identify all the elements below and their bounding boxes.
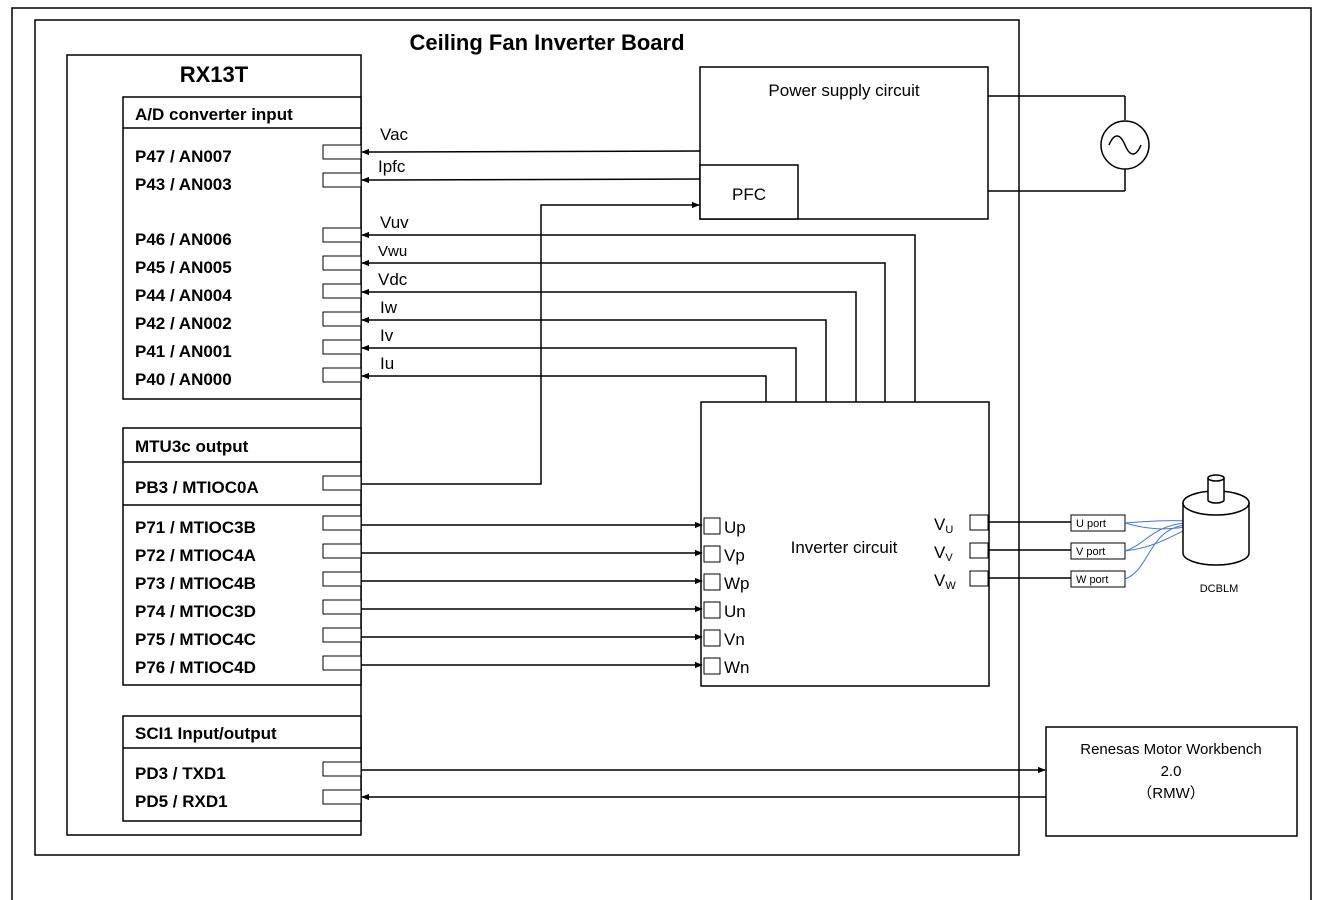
sig-vdc: Vdc [378,270,408,289]
ad-header: A/D converter input [135,105,293,124]
pfc-label: PFC [732,185,766,204]
sci-section [122,715,362,822]
inv-in-0: Up [724,518,746,537]
mtu-header: MTU3c output [135,437,249,456]
rmw-block [1045,726,1298,837]
wire-iu [361,372,767,402]
pin-ad-0: P47 / AN007 [135,147,232,166]
pin-mtu-3: P74 / MTIOC3D [135,602,256,621]
pin-sci-1: PD5 / RXD1 [135,792,228,811]
pin-ad-3: P45 / AN005 [135,258,232,277]
board-title: Ceiling Fan Inverter Board [409,30,684,55]
w-port-label: W port [1076,574,1108,586]
sig-iu: Iu [380,354,394,373]
outer-frame [11,7,1312,900]
motor-icon [1182,474,1250,566]
pin-mtu-5: P76 / MTIOC4D [135,658,256,677]
inv-out-v: VV [934,543,953,564]
pin-pb3: PB3 / MTIOC0A [135,478,259,497]
power-supply-label: Power supply circuit [768,81,919,100]
pin-sci-0: PD3 / TXD1 [135,764,226,783]
pin-mtu-2: P73 / MTIOC4B [135,574,256,593]
inv-in-4: Vn [724,630,745,649]
sig-iw: Iw [380,298,398,317]
inv-in-1: Vp [724,546,745,565]
inv-in-2: Wp [724,574,750,593]
pin-mtu-4: P75 / MTIOC4C [135,630,256,649]
inverter-input-terminals [703,517,721,675]
inverter-label: Inverter circuit [791,538,898,557]
pin-ad-6: P41 / AN001 [135,342,232,361]
sig-ipfc: Ipfc [378,157,406,176]
mcu-title: RX13T [180,62,249,87]
motor-label: DCBLM [1200,583,1239,595]
rmw-line2: 2.0 [1161,763,1182,780]
inverter-output-terminals [969,514,989,587]
wire-iw [361,316,827,402]
inv-in-3: Un [724,602,746,621]
sig-vwu: Vwu [378,243,407,260]
pin-ad-2: P46 / AN006 [135,230,232,249]
sig-vuv: Vuv [380,213,409,232]
mtu-section [122,427,362,686]
pin-ad-5: P42 / AN002 [135,314,232,333]
pfc-block [699,164,799,220]
pin-ad-1: P43 / AN003 [135,175,232,194]
sci-header: SCI1 Input/output [135,724,277,743]
inverter-block [700,401,990,687]
pin-ad-7: P40 / AN000 [135,370,232,389]
wire-iv [361,344,797,402]
wire-vwu [361,259,886,402]
v-port-label: V port [1076,546,1105,558]
wire-vdc [361,288,857,402]
u-port-label: U port [1076,518,1106,530]
sig-iv: Iv [380,326,394,345]
rmw-line1: Renesas Motor Workbench [1080,741,1261,758]
inv-in-5: Wn [724,658,750,677]
wire-vac [361,148,701,156]
rmw-line3: （RMW） [1137,785,1205,802]
sig-vac: Vac [380,125,409,144]
pin-mtu-0: P71 / MTIOC3B [135,518,256,537]
mcu-pin-terminals [322,144,362,805]
wire-pfc-control [361,201,700,485]
inv-out-u: VU [934,515,953,536]
inv-out-w: VW [934,571,956,592]
wire-vuv [361,231,916,402]
wire-ipfc [361,176,701,184]
ad-section [122,96,362,400]
pin-mtu-1: P72 / MTIOC4A [135,546,256,565]
pin-ad-4: P44 / AN004 [135,286,232,305]
